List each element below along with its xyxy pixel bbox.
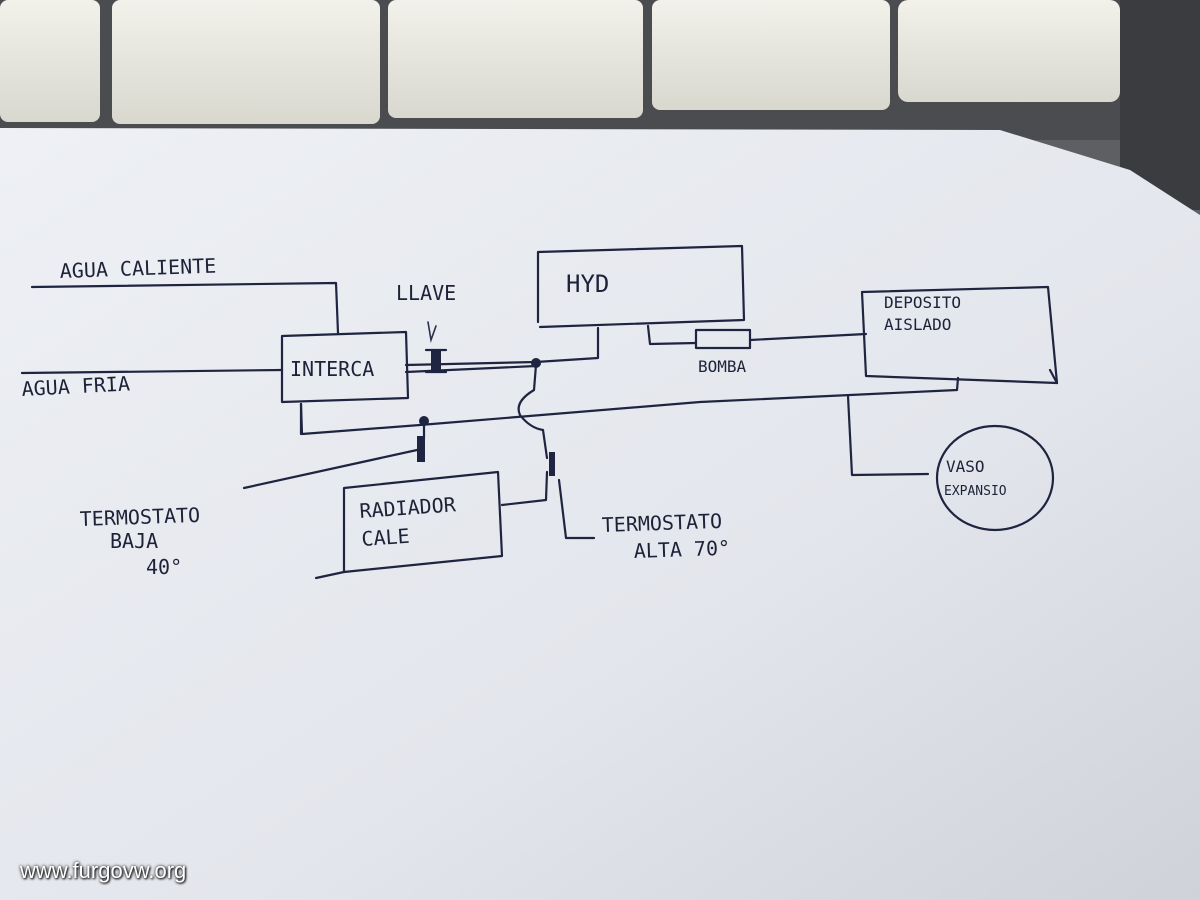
junction-node-bottom [419,416,429,426]
termostato-baja-label-line2: BAJA [110,529,158,553]
vaso-label-line2: EXPANSIO [944,484,1007,499]
llave-label: LLAVE [396,281,456,305]
watermark-text: www.furgovw.org [20,858,187,883]
junction-node-top [531,358,541,368]
bomba-label: BOMBA [698,357,747,376]
deposito-label-line2: AISLADO [884,315,951,334]
vaso-label-line1: VASO [946,457,985,476]
termostato-alta-label-line2: ALTA 70° [633,536,730,563]
radiador-label-line2: CALE [361,524,411,551]
interca-label: INTERCA [290,357,374,381]
termostato-alta-label-line1: TERMOSTATO [601,509,722,537]
hyd-label: HYD [566,270,609,298]
paper-sheet [0,128,1200,900]
deposito-label-line1: DEPOSITO [884,293,961,312]
agua-caliente-label: AGUA CALIENTE [59,254,216,283]
termostato-baja-label-line3: 40° [146,555,182,579]
diagram-lines [20,244,1059,580]
agua-fria-label: AGUA FRIA [21,371,130,401]
termostato-baja-label-line1: TERMOSTATO [79,503,200,531]
radiator-background [0,0,1200,210]
